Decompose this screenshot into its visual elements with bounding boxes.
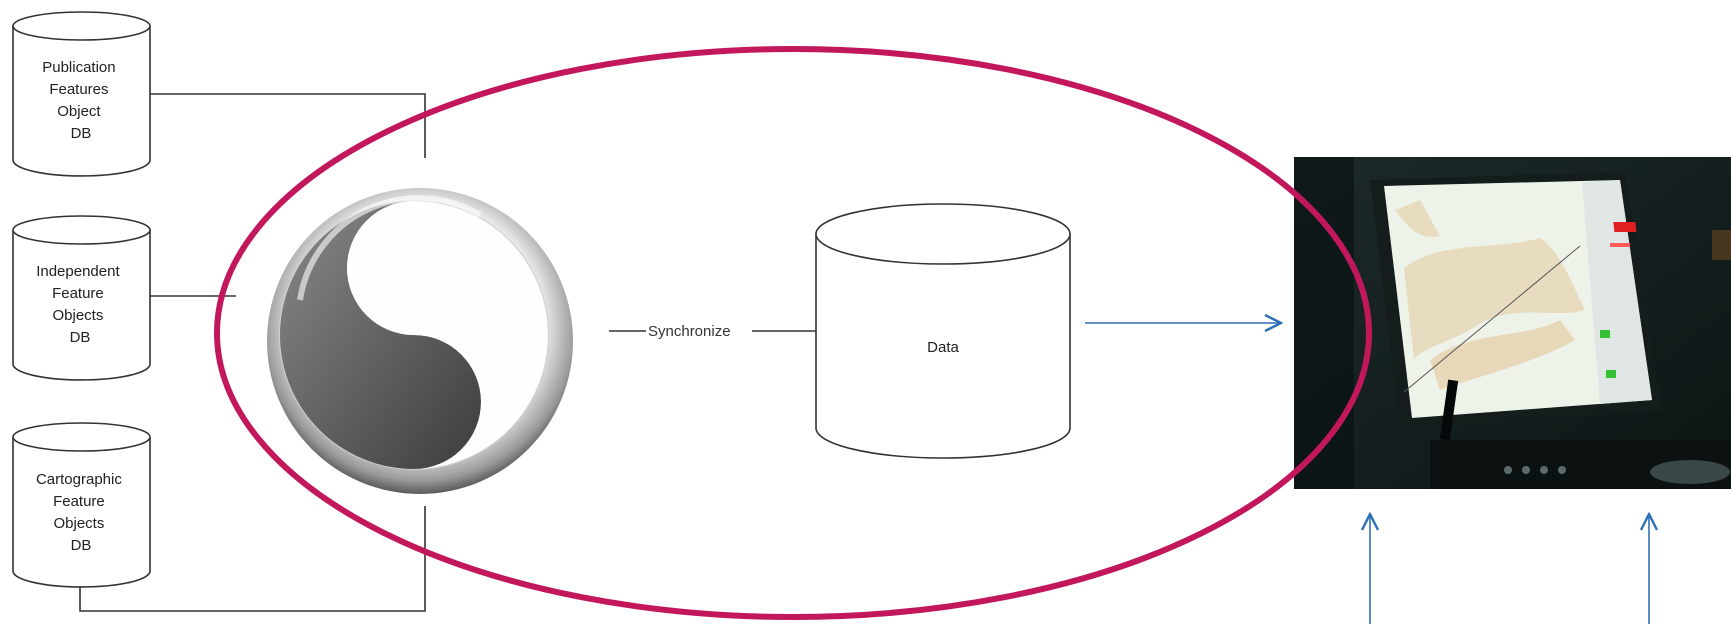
- publication-db: Publication Features Object DB: [12, 11, 151, 177]
- independent-db: Independent Feature Objects DB: [12, 215, 151, 381]
- ecdis-display-photo-icon: [1294, 157, 1731, 489]
- publication-connector: [150, 93, 426, 158]
- cartographic-db: Cartographic Feature Objects DB: [12, 422, 151, 588]
- cartographic-connector: [79, 506, 426, 612]
- sync-edge: Synchronize: [609, 323, 816, 340]
- cartographic-db-line-3: Objects: [53, 515, 104, 532]
- independent-db-line-3: Objects: [52, 307, 103, 324]
- publication-db-line-4: DB: [71, 125, 92, 142]
- independent-db-line-2: Feature: [52, 285, 104, 302]
- cartographic-db-label: Cartographic Feature Objects DB: [36, 471, 126, 554]
- sync-edge-label: Synchronize: [648, 323, 731, 340]
- independent-db-label: Independent Feature Objects DB: [36, 263, 124, 346]
- cartographic-db-line-4: DB: [71, 537, 92, 554]
- data-store-label: Data: [927, 339, 959, 356]
- publication-db-line-2: Features: [49, 81, 108, 98]
- yin-yang-sync-logo-icon: [267, 188, 573, 494]
- cartographic-db-line-1: Cartographic: [36, 471, 122, 488]
- data-store-db: Data: [815, 203, 1071, 459]
- independent-db-line-1: Independent: [36, 263, 120, 280]
- cartographic-db-line-2: Feature: [53, 493, 105, 510]
- publication-db-line-3: Object: [57, 103, 101, 120]
- publication-db-line-1: Publication: [42, 59, 115, 76]
- independent-db-line-4: DB: [70, 329, 91, 346]
- highlight-ellipse: [214, 46, 1372, 620]
- publication-db-label: Publication Features Object DB: [42, 59, 120, 142]
